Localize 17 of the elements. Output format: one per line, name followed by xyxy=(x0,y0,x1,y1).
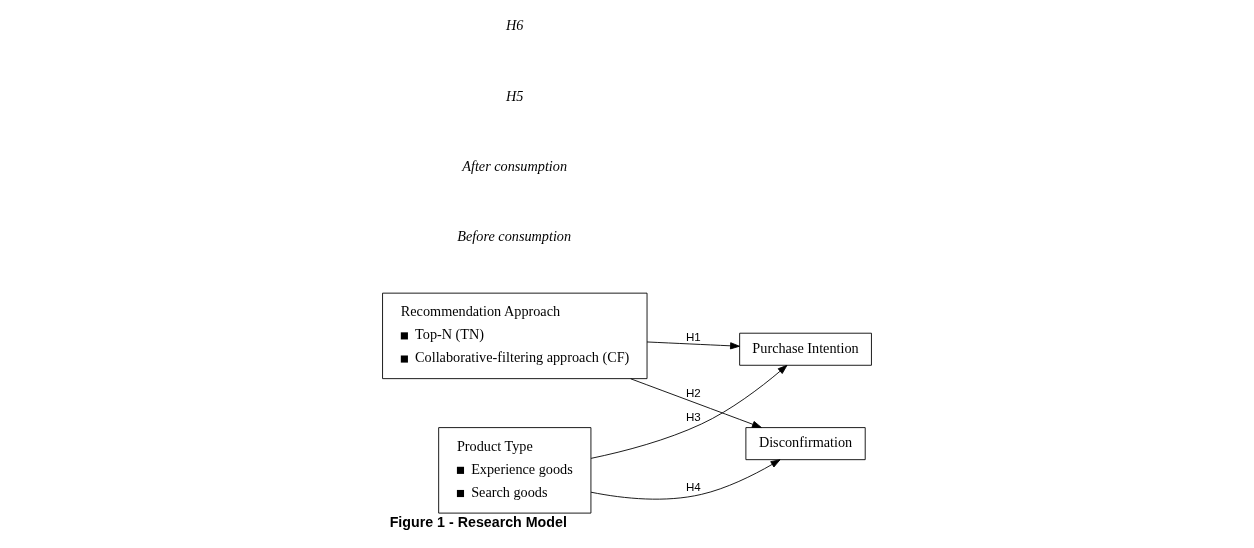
node-box: Recommendation Approach Top-N (TN) Collaborative-filtering approach (CF) xyxy=(382,292,648,380)
caption: Figure 1 - Research Model xyxy=(389,514,567,531)
label: Before consumption xyxy=(457,228,572,245)
label: H6 xyxy=(505,17,524,34)
arrow xyxy=(646,341,740,350)
label: After consumption xyxy=(462,157,568,174)
node-box: Purchase Intention xyxy=(739,332,872,366)
arrow xyxy=(590,364,788,459)
edge-label: H2 xyxy=(685,386,701,399)
label: H5 xyxy=(505,87,524,104)
node-box: Disconfirmation xyxy=(745,427,866,461)
edge-label: H4 xyxy=(685,481,701,494)
edge-label: H3 xyxy=(685,410,701,423)
arrow xyxy=(590,459,781,500)
arrow xyxy=(630,378,762,428)
node-box: Product Type Experience goods Search goods xyxy=(438,427,592,514)
edge-label: H1 xyxy=(685,330,701,343)
